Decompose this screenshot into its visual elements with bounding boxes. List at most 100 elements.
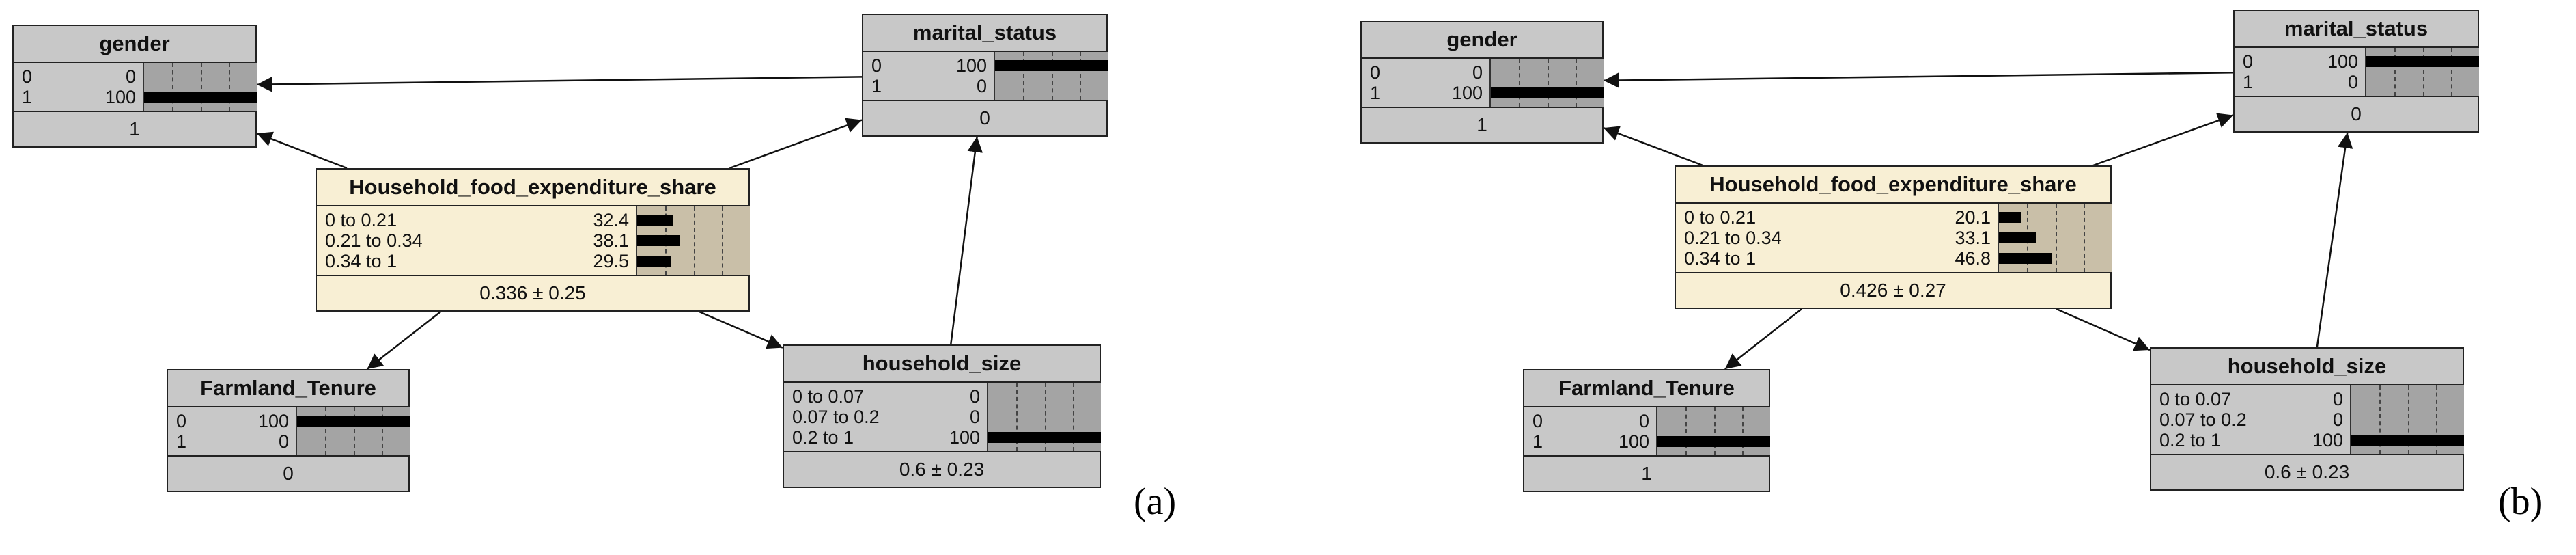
state-label: 1 bbox=[176, 431, 187, 452]
belief-bar bbox=[297, 416, 410, 427]
bar-gridline bbox=[382, 407, 383, 455]
node-title: gender bbox=[1362, 22, 1602, 59]
state-label: 0 to 0.07 bbox=[2159, 389, 2232, 409]
node-footer: 1 bbox=[129, 118, 140, 139]
state-label: 0.2 to 1 bbox=[2159, 430, 2222, 450]
edge-food-to-farmland bbox=[1724, 308, 1802, 370]
belief-bar bbox=[1657, 436, 1770, 447]
state-probability: 0 bbox=[278, 431, 289, 452]
node-footer: 1 bbox=[1641, 463, 1652, 484]
belief-bar bbox=[1999, 232, 2036, 243]
belief-bar-area bbox=[2350, 385, 2464, 454]
state-probability: 38.1 bbox=[593, 230, 629, 251]
belief-bar-area bbox=[636, 206, 750, 275]
state-probability: 0 bbox=[976, 76, 987, 96]
bar-gridline bbox=[2408, 385, 2409, 454]
state-label: 0 to 0.21 bbox=[325, 210, 397, 230]
belief-bar-area bbox=[994, 52, 1108, 100]
state-label: 0 to 0.21 bbox=[1684, 207, 1756, 228]
node-household-food-expenditure-share[interactable]: Household_food_expenditure_share 0 to 0.… bbox=[1675, 165, 2112, 309]
state-probability: 33.1 bbox=[1955, 228, 1991, 248]
bar-gridline bbox=[172, 63, 173, 111]
bar-gridline bbox=[2451, 48, 2452, 96]
edge-food-to-size bbox=[2056, 308, 2151, 351]
state-probability: 0 bbox=[125, 66, 136, 87]
state-row: 0.21 to 0.34 38.1 bbox=[317, 230, 636, 251]
bar-gridline bbox=[2379, 385, 2381, 454]
node-footer: 0.426 ± 0.27 bbox=[1840, 280, 1946, 301]
state-probability: 0 bbox=[2347, 72, 2358, 92]
bar-gridline bbox=[1742, 407, 1744, 455]
node-footer: 0.6 ± 0.23 bbox=[899, 459, 985, 480]
node-title: gender bbox=[14, 26, 255, 63]
node-household-food-expenditure-share[interactable]: Household_food_expenditure_share 0 to 0.… bbox=[316, 168, 750, 312]
bar-gridline bbox=[354, 407, 355, 455]
belief-bar-area bbox=[2365, 48, 2479, 96]
state-label: 0.07 to 0.2 bbox=[2159, 409, 2247, 430]
node-footer: 0 bbox=[283, 463, 294, 484]
state-probability: 100 bbox=[2327, 51, 2358, 72]
belief-bar bbox=[1999, 253, 2052, 264]
state-probability: 0 bbox=[969, 386, 980, 407]
state-probability: 0 bbox=[2332, 409, 2343, 430]
bar-gridline bbox=[229, 63, 230, 111]
belief-bar-area bbox=[1489, 59, 1604, 107]
node-title: Farmland_Tenure bbox=[168, 370, 408, 407]
state-probability: 100 bbox=[1618, 431, 1649, 452]
bar-gridline bbox=[2423, 48, 2424, 96]
panel-label: (a) bbox=[1134, 480, 1177, 523]
state-row: 0.2 to 1 100 bbox=[2151, 430, 2350, 450]
state-probability: 0 bbox=[1638, 411, 1649, 431]
state-probability: 100 bbox=[1451, 83, 1483, 103]
state-label: 1 bbox=[22, 87, 33, 107]
state-label: 1 bbox=[1532, 431, 1543, 452]
node-title: marital_status bbox=[863, 15, 1106, 52]
node-title: Farmland_Tenure bbox=[1524, 370, 1769, 407]
state-probability: 0 bbox=[1472, 62, 1483, 83]
bar-gridline bbox=[1080, 52, 1081, 100]
belief-bar-area bbox=[296, 407, 410, 455]
state-label: 0.34 to 1 bbox=[1684, 248, 1756, 269]
state-probability: 100 bbox=[104, 87, 136, 107]
edge-size-to-marital bbox=[2316, 132, 2353, 348]
edge-food-to-farmland bbox=[366, 311, 442, 370]
node-title: Household_food_expenditure_share bbox=[317, 170, 748, 206]
state-label: 0.07 to 0.2 bbox=[792, 407, 880, 427]
state-probability: 100 bbox=[257, 411, 289, 431]
belief-bar bbox=[1999, 212, 2021, 223]
state-probability: 100 bbox=[2312, 430, 2343, 450]
state-probability: 0 bbox=[969, 407, 980, 427]
state-label: 0.21 to 0.34 bbox=[325, 230, 423, 251]
belief-bar bbox=[144, 92, 257, 103]
bar-gridline bbox=[1548, 59, 1549, 107]
edge-food-to-gender bbox=[256, 131, 348, 170]
belief-bar bbox=[995, 60, 1108, 71]
state-label: 0 bbox=[2243, 51, 2254, 72]
belief-bar bbox=[637, 215, 673, 226]
belief-bar-area bbox=[1998, 204, 2112, 272]
node-footer: 0 bbox=[2351, 103, 2362, 124]
